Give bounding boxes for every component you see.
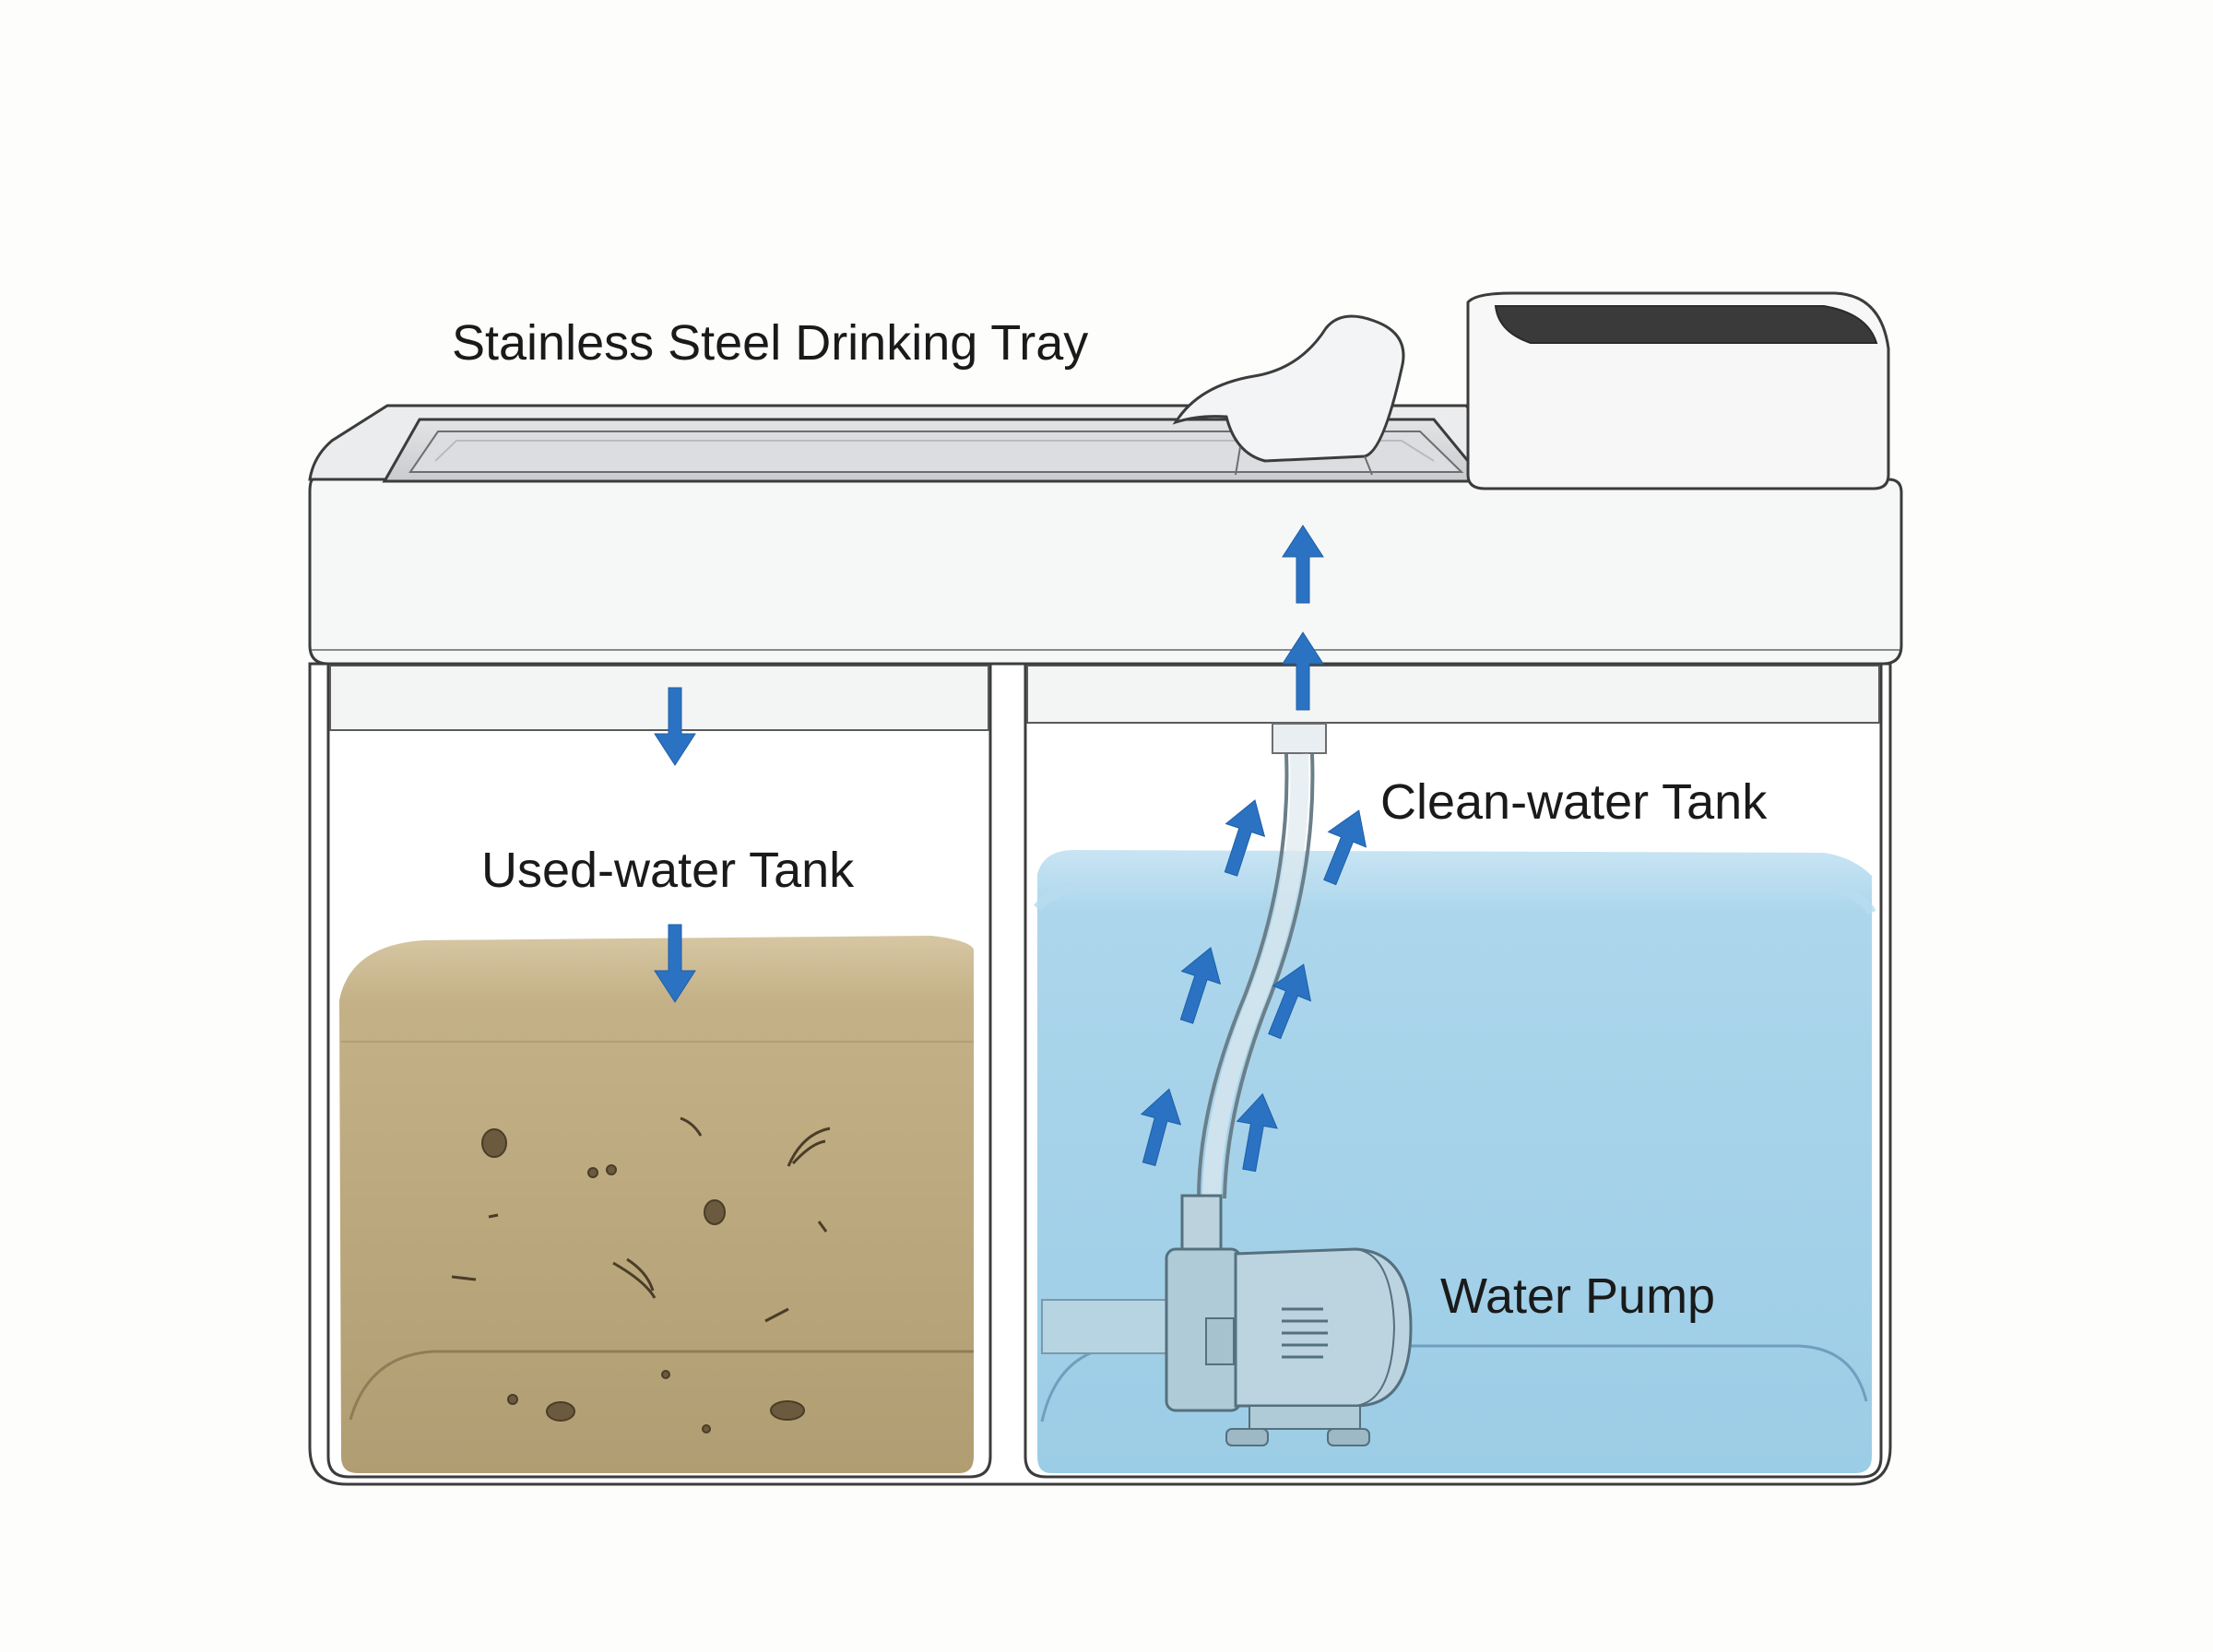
label-water-pump: Water Pump <box>1440 1268 1715 1324</box>
used-water-tank <box>326 664 992 1479</box>
drinking-tray <box>382 418 1488 483</box>
lid-dark-panel <box>1494 305 1878 344</box>
spout <box>1172 314 1405 476</box>
label-clean-water-tank: Clean-water Tank <box>1380 774 1768 830</box>
debris <box>451 1116 831 1434</box>
pump-tube <box>1197 723 1327 1199</box>
label-drinking-tray: Stainless Steel Drinking Tray <box>452 315 1088 371</box>
filter-lid <box>1466 291 1890 490</box>
used-water <box>339 936 974 1473</box>
water-pump <box>1165 1194 1413 1446</box>
label-used-water-tank: Used-water Tank <box>481 843 855 898</box>
clean-water <box>1037 850 1872 1473</box>
